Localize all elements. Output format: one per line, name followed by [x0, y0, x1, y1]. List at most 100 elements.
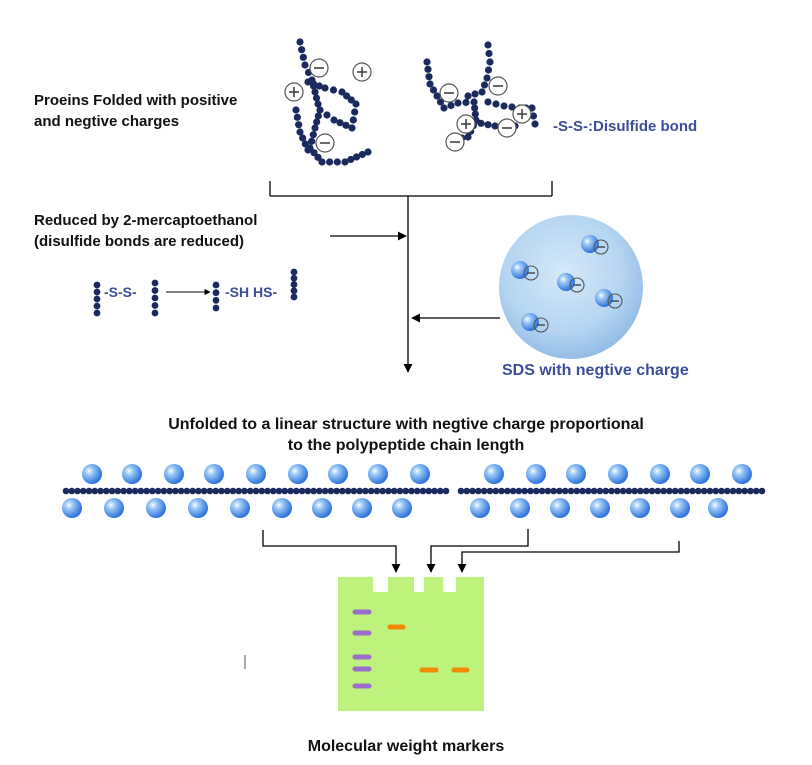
amino-acid-bead-icon: [296, 128, 304, 136]
amino-acid-bead-icon: [484, 66, 493, 74]
amino-acid-bead-icon: [413, 487, 421, 495]
sds-molecule-icon: [511, 261, 539, 281]
minus-charge-icon: [497, 118, 517, 138]
amino-acid-bead-icon: [440, 104, 448, 112]
amino-acid-bead-icon: [151, 287, 159, 294]
amino-acid-bead-icon: [480, 81, 489, 89]
amino-acid-bead-icon: [252, 487, 260, 495]
amino-acid-bead-icon: [352, 153, 361, 161]
amino-acid-bead-icon: [183, 487, 191, 495]
amino-acid-bead-icon: [447, 101, 455, 110]
amino-acid-bead-icon: [498, 487, 505, 495]
amino-acid-bead-icon: [299, 134, 307, 142]
amino-acid-bead-icon: [356, 487, 363, 495]
amino-acid-bead-icon: [390, 487, 398, 495]
amino-acid-bead-icon: [573, 487, 581, 495]
gel-bands: [352, 609, 470, 689]
amino-acid-bead-icon: [596, 487, 604, 495]
amino-acid-bead-icon: [590, 487, 598, 495]
amino-acid-bead-icon: [318, 158, 326, 166]
amino-acid-bead-icon: [304, 487, 312, 495]
gel-slab: [338, 577, 484, 711]
amino-acid-bead-icon: [515, 487, 523, 495]
amino-acid-bead-icon: [304, 78, 312, 86]
amino-acid-bead-icon: [567, 487, 575, 495]
amino-acid-bead-icon: [298, 487, 306, 495]
amino-acid-bead-icon: [433, 92, 441, 100]
amino-acid-bead-icon: [218, 487, 225, 495]
amino-acid-bead-icon: [151, 302, 159, 309]
amino-acid-bead-icon: [103, 487, 110, 495]
sds-molecule-icon: [708, 498, 728, 518]
amino-acid-bead-icon: [91, 487, 99, 495]
amino-acid-bead-icon: [151, 309, 159, 317]
amino-acid-bead-icon: [527, 487, 534, 495]
amino-acid-bead-icon: [327, 487, 335, 495]
amino-acid-bead-icon: [281, 487, 289, 495]
thiol-small-label: -SH HS-: [225, 284, 278, 300]
amino-acid-bead-icon: [347, 96, 355, 104]
amino-acid-bead-icon: [347, 155, 355, 164]
amino-acid-bead-icon: [579, 487, 586, 495]
amino-acid-bead-icon: [426, 80, 434, 88]
sds-molecule-icon: [595, 289, 623, 309]
amino-acid-bead-icon: [264, 487, 271, 495]
amino-acid-bead-icon: [293, 113, 301, 121]
amino-acid-bead-icon: [425, 73, 433, 81]
amino-acid-bead-icon: [339, 487, 346, 495]
amino-acid-bead-icon: [379, 487, 386, 495]
sds-molecule-icon: [146, 498, 166, 518]
amino-acid-bead-icon: [358, 150, 366, 159]
amino-acid-bead-icon: [666, 487, 673, 495]
amino-acid-bead-icon: [310, 149, 318, 157]
amino-acid-bead-icon: [151, 279, 159, 287]
amino-acid-bead-icon: [292, 106, 300, 114]
amino-acid-bead-icon: [723, 487, 731, 495]
amino-acid-bead-icon: [137, 487, 145, 495]
amino-acid-bead-icon: [350, 487, 358, 495]
amino-acid-bead-icon: [625, 487, 633, 495]
minus-charge-icon: [488, 76, 508, 96]
amino-acid-bead-icon: [486, 58, 494, 66]
amino-acid-bead-icon: [295, 121, 303, 129]
folded-proteins-label-line1: Proeins Folded with positive: [34, 92, 238, 109]
amino-acid-bead-icon: [712, 487, 719, 495]
flow-lines: [166, 181, 553, 373]
amino-acid-bead-icon: [602, 487, 610, 495]
sds-molecule-icon: [82, 464, 102, 484]
folded-proteins-label-line2: and negtive charges: [34, 113, 180, 130]
amino-acid-bead-icon: [321, 84, 329, 92]
amino-acid-bead-icon: [367, 487, 375, 495]
amino-acid-bead-icon: [342, 121, 350, 129]
amino-acid-bead-icon: [419, 487, 427, 495]
amino-acid-bead-icon: [293, 487, 300, 495]
amino-acid-bead-icon: [120, 487, 127, 495]
amino-acid-bead-icon: [729, 487, 737, 495]
amino-acid-bead-icon: [402, 487, 409, 495]
amino-acid-bead-icon: [442, 487, 450, 495]
amino-acid-bead-icon: [477, 119, 485, 127]
amino-acid-bead-icon: [290, 274, 298, 282]
amino-acid-bead-icon: [316, 106, 324, 114]
amino-acid-bead-icon: [457, 487, 465, 495]
amino-acid-bead-icon: [68, 487, 76, 495]
amino-acid-bead-icon: [408, 487, 415, 495]
plus-charge-icon: [284, 82, 304, 102]
amino-acid-bead-icon: [151, 294, 159, 302]
amino-acid-bead-icon: [313, 118, 321, 126]
amino-acid-bead-icon: [364, 148, 372, 156]
amino-acid-bead-icon: [312, 94, 321, 102]
amino-acid-bead-icon: [700, 487, 708, 495]
amino-acid-bead-icon: [529, 112, 538, 120]
sds-molecule-icon: [557, 273, 585, 293]
amino-acid-bead-icon: [718, 487, 725, 495]
amino-acid-bead-icon: [431, 487, 438, 495]
amino-acid-bead-icon: [349, 116, 357, 124]
sds-molecule-icon: [230, 498, 250, 518]
amino-acid-bead-icon: [538, 487, 546, 495]
plus-charge-icon: [512, 104, 532, 124]
amino-acid-bead-icon: [531, 120, 539, 128]
sds-molecules: [511, 235, 623, 333]
amino-acid-bead-icon: [287, 487, 294, 495]
amino-acid-bead-icon: [93, 302, 101, 310]
